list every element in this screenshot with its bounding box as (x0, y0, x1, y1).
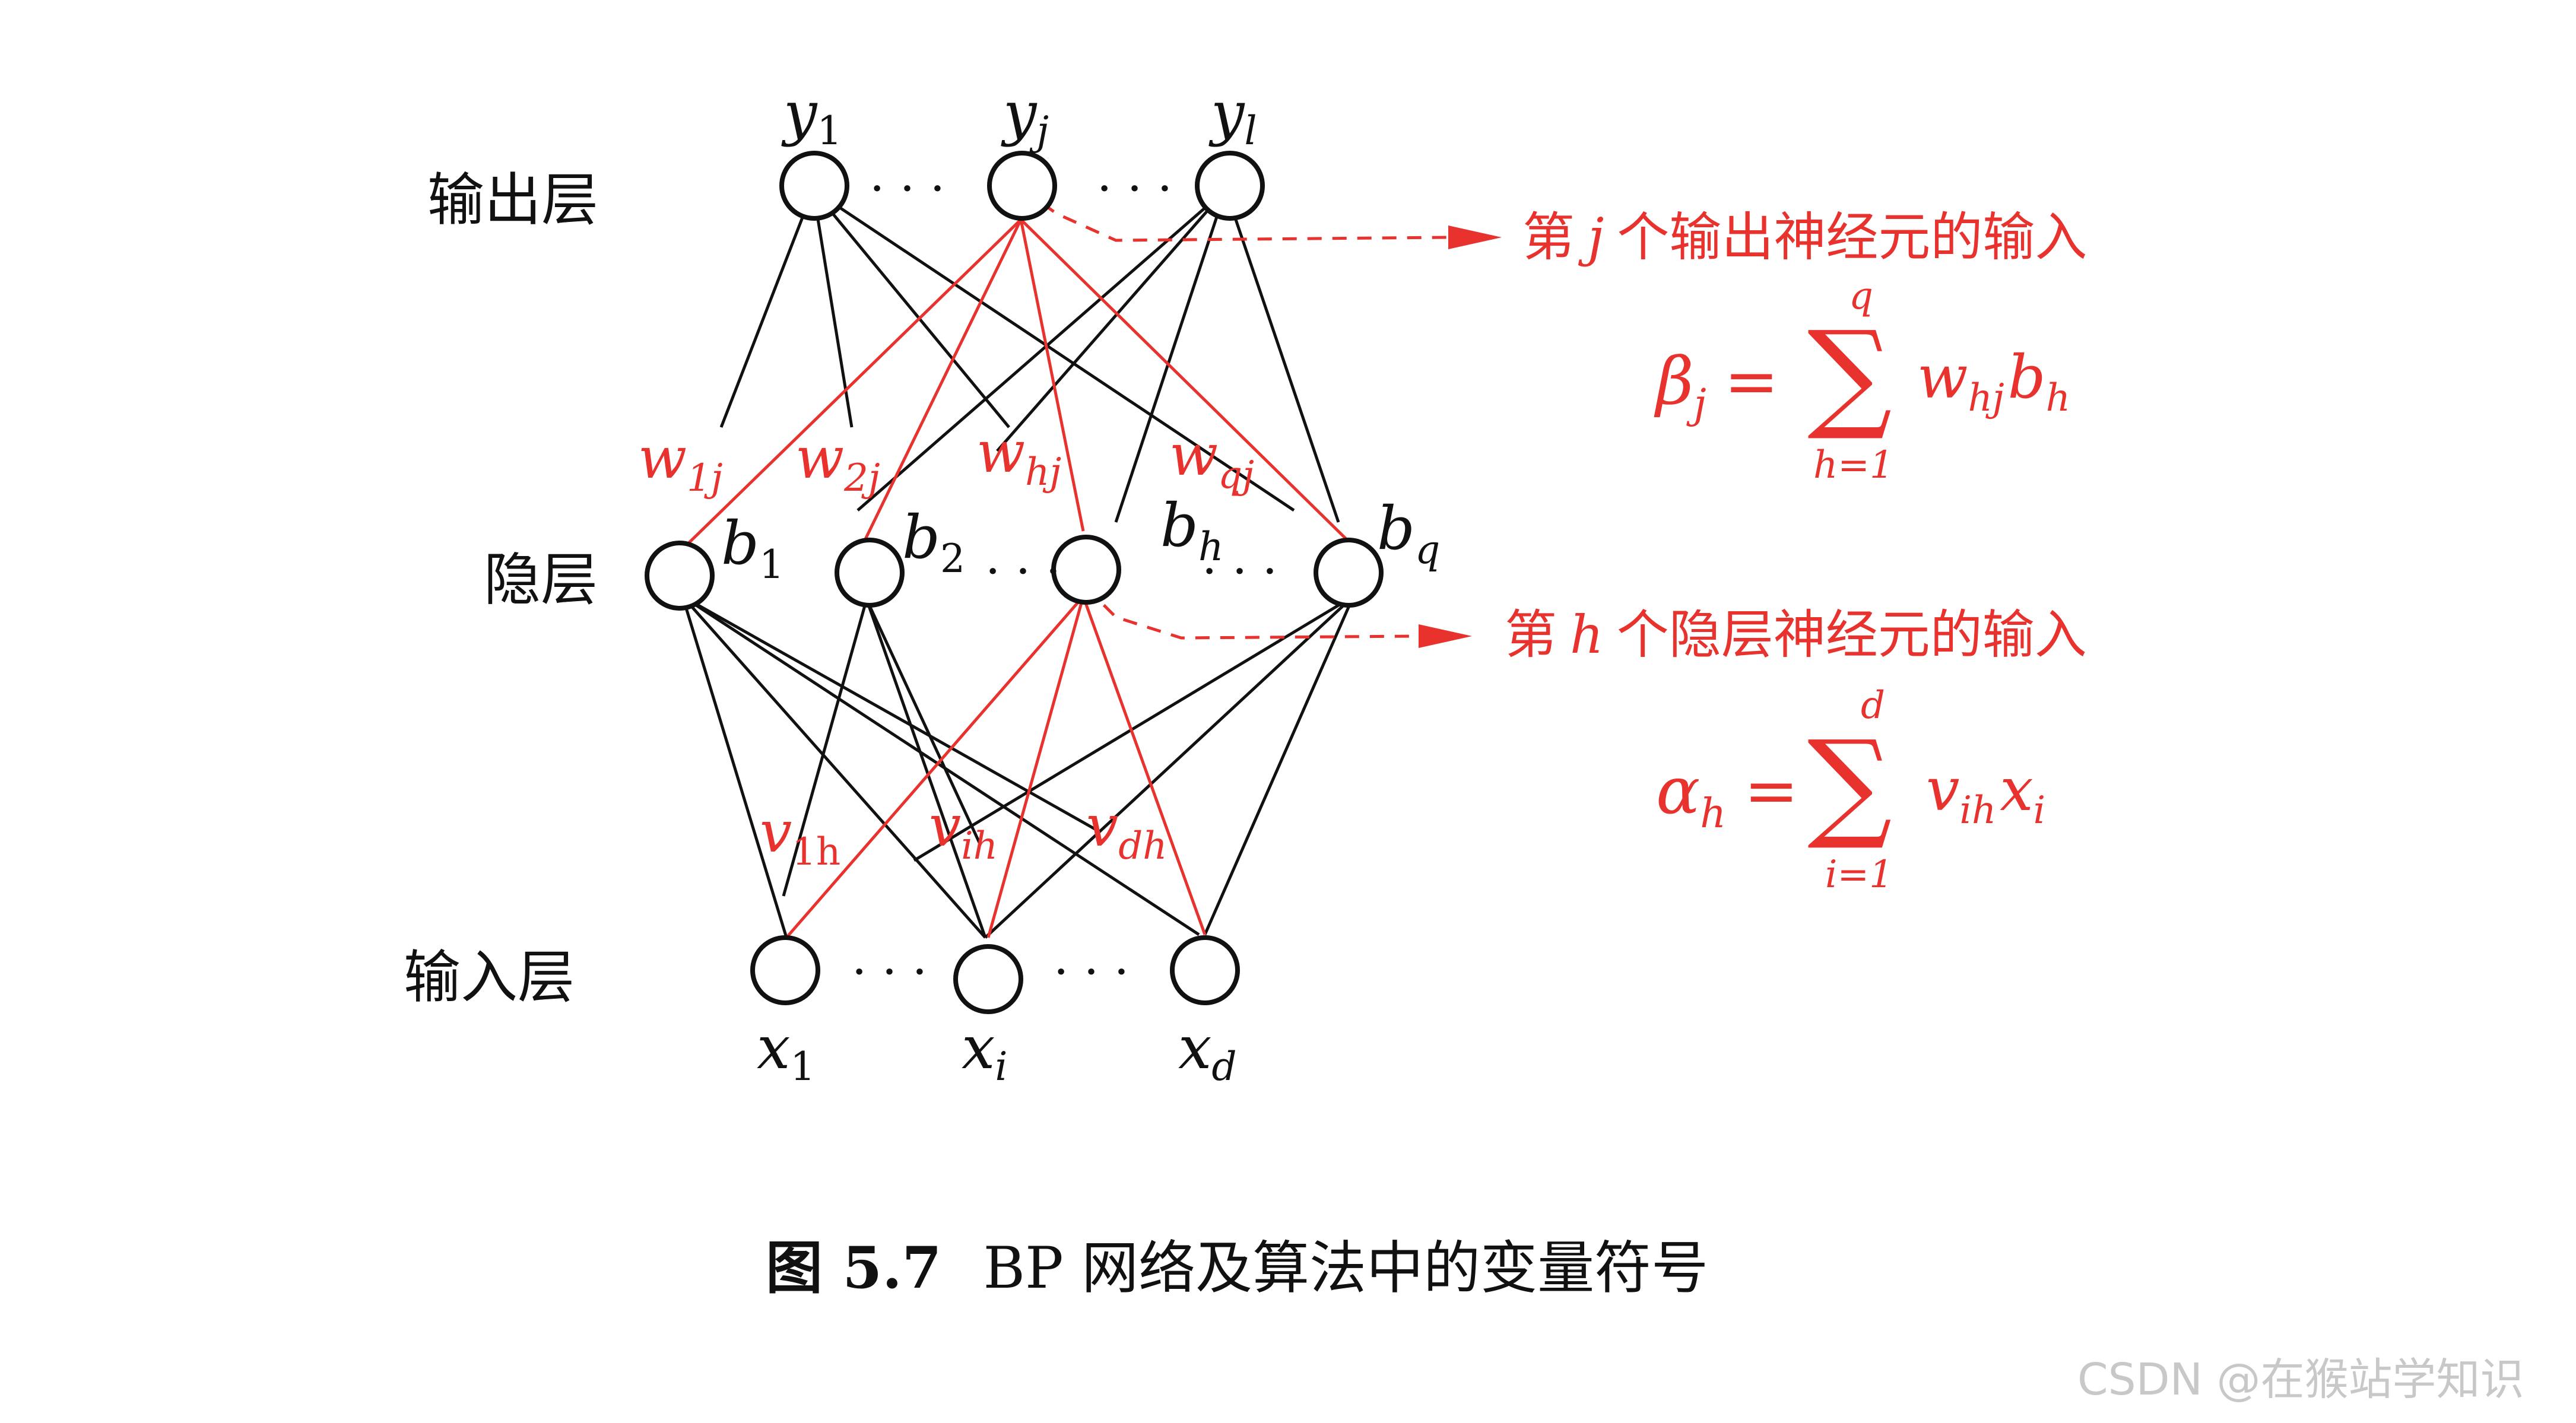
weight-whj: whj (976, 419, 1061, 494)
formula-beta-term: whjbh (1917, 342, 2070, 420)
formula-alpha-lower: i=1 (1825, 853, 1893, 897)
hidden-output-edges (719, 188, 1340, 523)
output-nodes (779, 151, 1265, 221)
ellipsis-input-2: · · · (1054, 944, 1129, 999)
ellipsis-hidden-1: · · · (985, 544, 1061, 599)
label-b2: b2 (902, 503, 965, 582)
node-x1 (750, 935, 820, 1005)
label-xi: xi (962, 1013, 1008, 1090)
label-yl: yl (1208, 78, 1257, 154)
node-b2 (835, 538, 905, 608)
input-hidden-red-edges (785, 595, 1207, 939)
label-yj: yj (1001, 78, 1049, 154)
formula-alpha: αh= (1656, 752, 1798, 837)
node-bq (1314, 538, 1384, 608)
node-b1 (645, 541, 715, 611)
node-yj (987, 151, 1057, 221)
input-layer-label: 输入层 (404, 944, 575, 1011)
weight-v1h: v1h (760, 799, 840, 874)
formula-beta-upper: q (1849, 274, 1873, 318)
formula-alpha-upper: d (1861, 684, 1885, 728)
caption-text: BP 网络及算法中的变量符号 (983, 1235, 1708, 1301)
annotation-arrows (1021, 187, 1502, 648)
label-b1: b1 (721, 509, 784, 587)
ellipsis-output-2: · · · (1097, 161, 1172, 216)
weight-wqj: wqj (1169, 422, 1254, 497)
node-yl (1195, 151, 1265, 221)
watermark: CSDN @在猴站学知识 (2077, 1354, 2524, 1405)
input-hidden-edges (681, 595, 1355, 939)
hidden-output-red-edges (681, 218, 1354, 550)
hidden-layer-label: 隐层 (484, 547, 598, 613)
node-xi (953, 944, 1023, 1014)
formula-beta-sum: ∑ (1807, 306, 1892, 444)
output-layer-label: 输出层 (427, 167, 598, 233)
ellipsis-input-1: · · · (852, 944, 927, 999)
ellipsis-hidden-2: · · · (1202, 544, 1277, 599)
label-x1: x1 (757, 1013, 815, 1090)
weight-vdh: vdh (1086, 793, 1167, 868)
formula-beta-lower: h=1 (1813, 443, 1894, 487)
node-y1 (779, 151, 849, 221)
caption-number: 图 5.7 (766, 1234, 941, 1301)
formula-alpha-sum: ∑ (1807, 715, 1892, 853)
input-nodes (750, 935, 1240, 1014)
formula-beta: βj= (1654, 343, 1779, 428)
formula-alpha-term: vihxi (1926, 755, 2045, 833)
hidden-nodes (645, 535, 1384, 611)
figure-caption: 图 5.7 BP 网络及算法中的变量符号 (766, 1234, 1708, 1301)
label-y1: y1 (781, 78, 842, 154)
label-xd: xd (1178, 1013, 1237, 1090)
label-bq: bq (1377, 494, 1440, 573)
node-xd (1170, 935, 1240, 1005)
weight-vih: vih (929, 793, 998, 868)
node-bh (1051, 535, 1121, 605)
label-bh: bh (1160, 491, 1224, 570)
weight-w1j: w1j (638, 425, 723, 500)
weight-w2j: w2j (795, 425, 880, 500)
ellipsis-output-1: · · · (870, 161, 945, 216)
